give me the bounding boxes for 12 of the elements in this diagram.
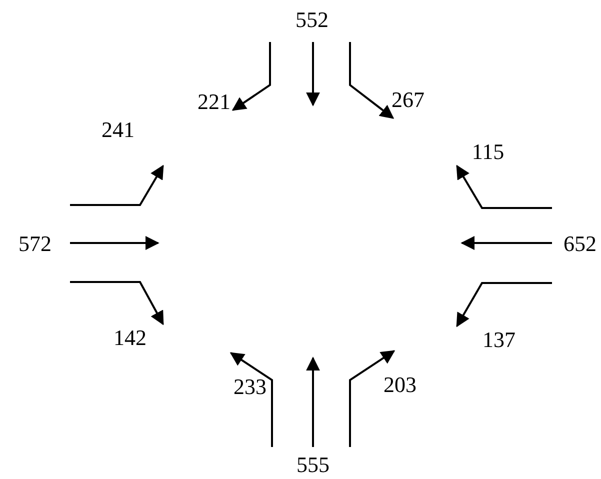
volume-label: 221 [198, 90, 230, 114]
volume-label: 115 [472, 140, 504, 164]
volume-label: 233 [234, 375, 266, 399]
volume-label: 572 [18, 232, 52, 256]
volume-label: 203 [384, 373, 416, 397]
volume-label: 652 [564, 232, 596, 256]
volume-label: 552 [296, 8, 328, 32]
volume-label: 267 [392, 88, 424, 112]
volume-label: 555 [296, 453, 330, 477]
volume-label: 241 [102, 118, 134, 142]
volume-label: 142 [114, 326, 146, 350]
volume-label: 137 [482, 328, 516, 352]
